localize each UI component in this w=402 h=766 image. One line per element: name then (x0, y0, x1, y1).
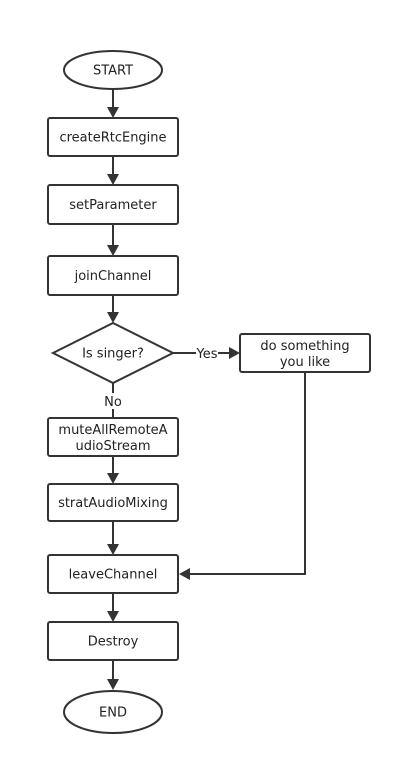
node-start-label: START (93, 64, 133, 79)
edge-singer-to-custom (173, 347, 240, 359)
edge-label-no: No (104, 395, 122, 410)
edge-mute-to-mixing (107, 456, 119, 484)
edge-destroy-to-end (107, 660, 119, 690)
node-do-something: do something you like (239, 333, 371, 373)
node-set-parameter-label: setParameter (69, 198, 157, 213)
node-create-rtc-engine-label: createRtcEngine (59, 131, 166, 146)
edge-start-to-create (107, 89, 119, 118)
edge-create-to-setparam (107, 156, 119, 185)
node-set-parameter: setParameter (47, 184, 179, 225)
node-is-singer-label: Is singer? (82, 347, 144, 362)
node-end-label: END (99, 706, 127, 721)
edge-custom-to-leave (179, 372, 306, 580)
node-destroy-label: Destroy (88, 635, 139, 650)
node-destroy: Destroy (47, 621, 179, 661)
node-strat-audio-mixing-label: stratAudioMixing (58, 496, 168, 511)
node-join-channel-label: joinChannel (74, 269, 152, 284)
node-do-something-label-line1: do something (260, 339, 349, 354)
edge-mixing-to-leave (107, 521, 119, 555)
node-do-something-label-line2: you like (280, 355, 330, 370)
edge-join-to-singer (107, 295, 119, 323)
node-end: END (63, 690, 163, 734)
node-is-singer-decision: Is singer? (50, 321, 176, 385)
node-leave-channel-label: leaveChannel (69, 568, 158, 583)
edge-setparam-to-join (107, 224, 119, 256)
node-leave-channel: leaveChannel (47, 554, 179, 594)
node-start: START (63, 50, 163, 90)
node-strat-audio-mixing: stratAudioMixing (47, 483, 179, 522)
node-join-channel: joinChannel (47, 255, 179, 296)
node-mute-label-line1: muteAllRemoteA (58, 423, 167, 438)
node-mute-all-remote-audio-stream: muteAllRemoteA udioStream (47, 417, 179, 457)
node-create-rtc-engine: createRtcEngine (47, 117, 179, 157)
node-mute-label-line2: udioStream (75, 439, 150, 454)
edge-leave-to-destroy (107, 593, 119, 622)
edge-label-yes: Yes (196, 347, 218, 362)
